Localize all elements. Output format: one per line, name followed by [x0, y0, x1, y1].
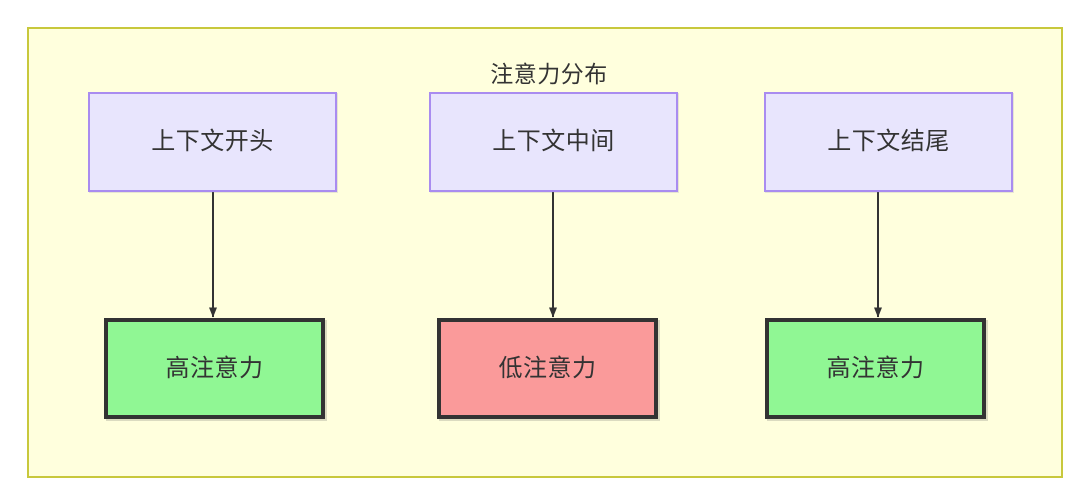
node-attention-high-start[interactable]: 高注意力 — [104, 318, 325, 419]
node-context-middle-label: 上下文中间 — [492, 128, 615, 155]
node-context-start[interactable]: 上下文开头 — [88, 92, 337, 192]
node-attention-high-start-label: 高注意力 — [165, 354, 264, 382]
subgraph-title: 注意力分布 — [490, 61, 608, 87]
node-attention-high-end-label: 高注意力 — [826, 354, 925, 382]
node-attention-low-middle[interactable]: 低注意力 — [437, 318, 658, 419]
node-context-end-label: 上下文结尾 — [827, 128, 950, 155]
node-context-end[interactable]: 上下文结尾 — [764, 92, 1013, 192]
node-attention-high-end[interactable]: 高注意力 — [765, 318, 986, 419]
node-context-start-label: 上下文开头 — [151, 128, 274, 155]
node-attention-low-middle-label: 低注意力 — [498, 354, 597, 382]
node-context-middle[interactable]: 上下文中间 — [429, 92, 678, 192]
